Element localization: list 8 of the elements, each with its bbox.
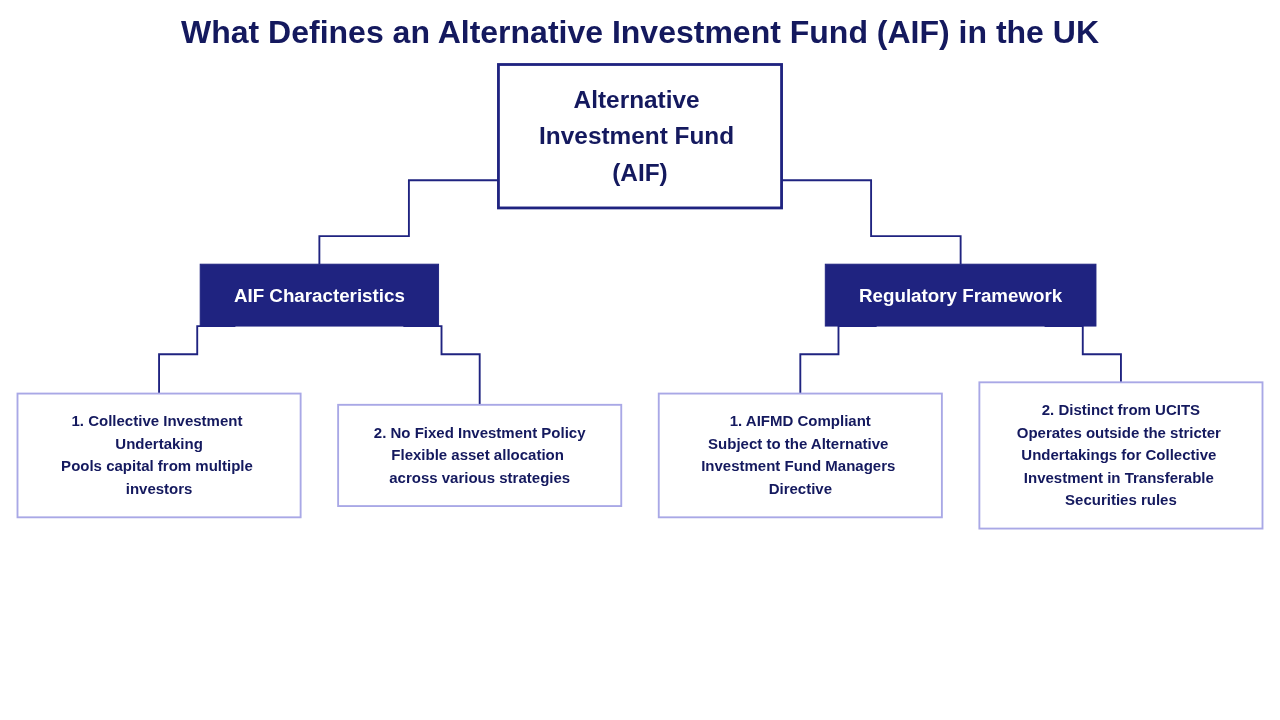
- node-box: 2. Distinct from UCITS Operates outside the stricter Undertakings for Collective Investment in Transferable Securities rules: [978, 381, 1264, 530]
- node-box: Alternative Investment Fund (AIF): [497, 63, 783, 210]
- node-box: Regulatory Framework: [824, 263, 1097, 327]
- node-box: 1. Collective Investment Undertaking Pools capital from multiple investors: [16, 392, 302, 519]
- node-box: 1. AIFMD Compliant Subject to the Alternative Investment Fund Managers Directive: [657, 392, 943, 519]
- node-box: 2. No Fixed Investment Policy Flexible asset allocation across various strategies: [337, 403, 623, 507]
- node-box: AIF Characteristics: [199, 263, 440, 327]
- diagram-title: What Defines an Alternative Investment Fund (AIF) in the UK: [180, 13, 1100, 52]
